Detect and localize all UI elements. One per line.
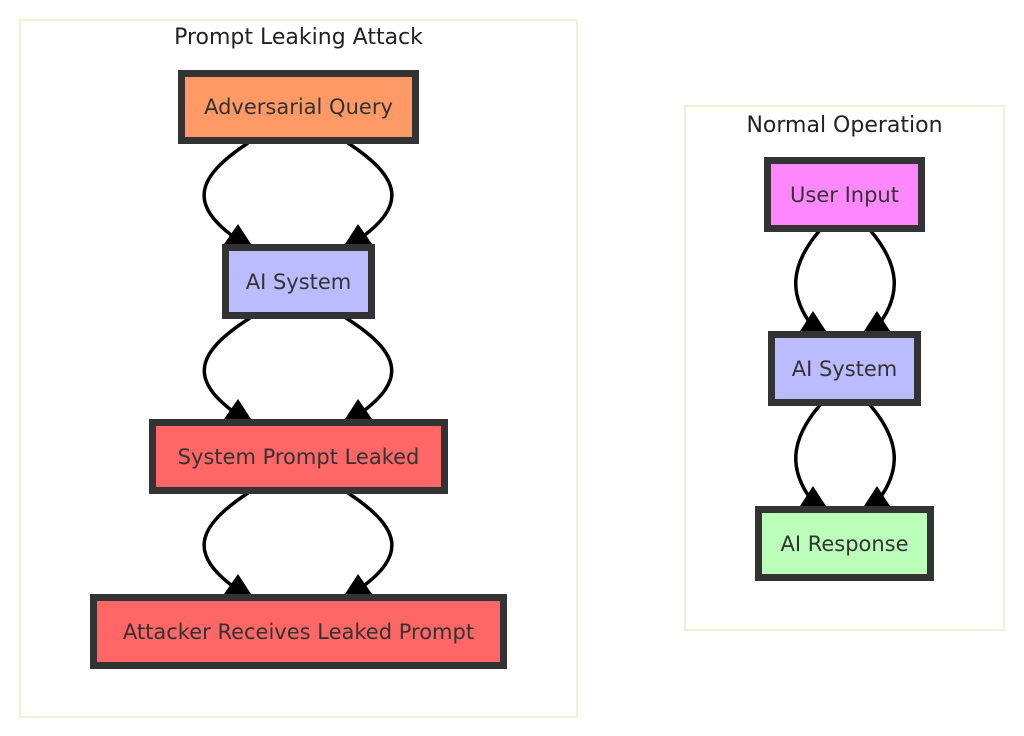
node-label: Adversarial Query	[204, 95, 393, 119]
node-adversarial-query[interactable]: Adversarial Query	[178, 70, 419, 144]
node-ai-system-attack[interactable]: AI System	[222, 244, 375, 319]
node-attacker-receives-leaked-prompt[interactable]: Attacker Receives Leaked Prompt	[90, 594, 507, 669]
node-label: System Prompt Leaked	[177, 444, 420, 469]
node-label: AI System	[245, 269, 352, 294]
node-system-prompt-leaked[interactable]: System Prompt Leaked	[149, 419, 448, 494]
node-label: AI Response	[780, 531, 909, 556]
node-label: User Input	[790, 182, 899, 207]
cluster-title-prompt-leaking-attack: Prompt Leaking Attack	[174, 25, 423, 50]
node-ai-system-normal[interactable]: AI System	[768, 331, 921, 406]
node-user-input[interactable]: User Input	[764, 157, 925, 232]
node-label: Attacker Receives Leaked Prompt	[122, 619, 475, 644]
node-label: AI System	[791, 356, 898, 381]
node-ai-response[interactable]: AI Response	[755, 506, 934, 581]
cluster-title-normal-operation: Normal Operation	[746, 113, 943, 138]
